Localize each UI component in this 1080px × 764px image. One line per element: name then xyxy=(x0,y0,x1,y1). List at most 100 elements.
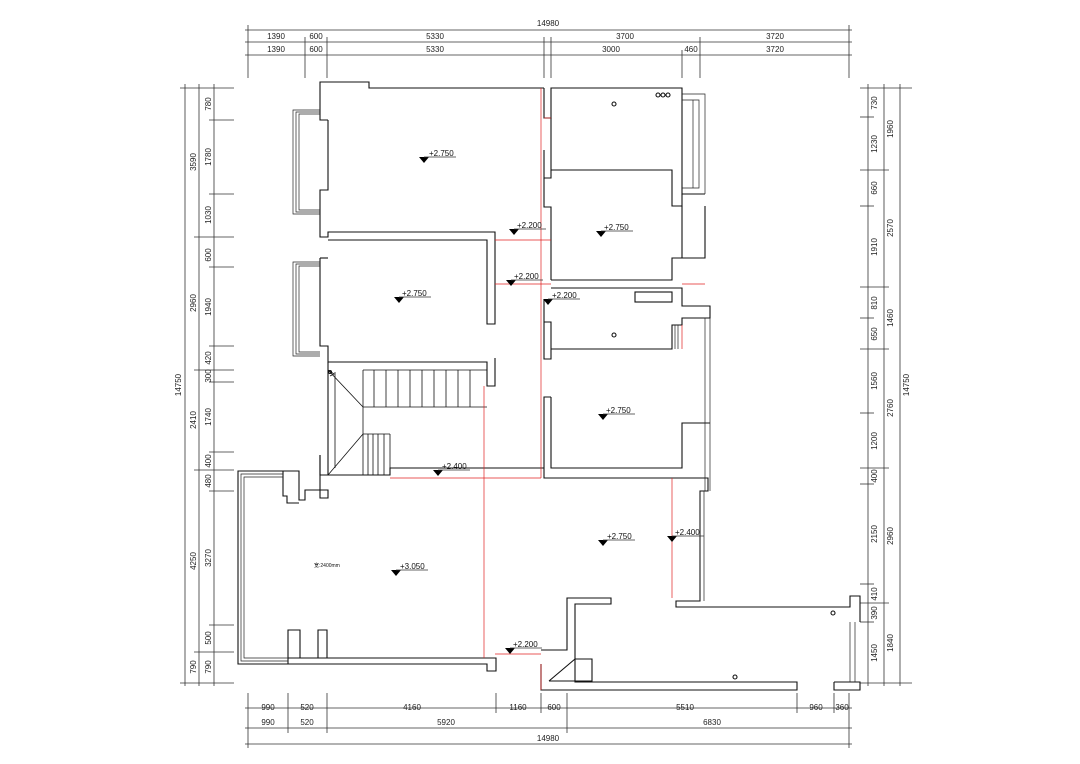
level-label: +2.400 xyxy=(675,528,700,537)
dim-right-2-4: 2760 xyxy=(886,399,895,417)
dim-bot-2-3: 5920 xyxy=(437,718,455,727)
dim-left-3-8: 1740 xyxy=(204,408,213,426)
level-label: +2.200 xyxy=(513,640,538,649)
fixture-icon xyxy=(660,92,666,98)
dim-top-1-1: 1390 xyxy=(267,32,285,41)
fixture-icon xyxy=(327,369,333,375)
dim-right-2-6: 1840 xyxy=(886,634,895,652)
level-mark: +2.750 xyxy=(596,223,633,237)
level-mark: +2.750 xyxy=(419,149,456,163)
dim-left-3-6: 420 xyxy=(204,351,213,365)
dim-left-3-10: 480 xyxy=(204,474,213,488)
dim-right-total: 14750 xyxy=(902,373,911,396)
level-mark: +2.200 xyxy=(543,291,580,305)
dimension-texts: 14980 1390 600 5330 3700 3720 1390 600 5… xyxy=(174,19,911,743)
dim-top-1-5: 3720 xyxy=(766,32,784,41)
dim-left-3-12: 500 xyxy=(204,631,213,645)
level-label: +2.750 xyxy=(429,149,454,158)
dim-right-3-1: 730 xyxy=(870,96,879,110)
dim-top-2-3: 5330 xyxy=(426,45,444,54)
dim-right-3-5: 810 xyxy=(870,296,879,310)
dim-left-2-5: 790 xyxy=(189,660,198,674)
fixture-icon xyxy=(732,674,738,680)
dim-left-3-11: 3270 xyxy=(204,549,213,567)
level-mark: +2.200 xyxy=(506,272,543,286)
fixtures xyxy=(327,92,836,682)
dim-left-2-3: 2410 xyxy=(189,411,198,429)
dim-bot-2-1: 990 xyxy=(261,718,275,727)
dim-right-3-11: 410 xyxy=(870,587,879,601)
level-label: +2.750 xyxy=(607,532,632,541)
dim-top-2-2: 600 xyxy=(309,45,323,54)
dim-top-total: 14980 xyxy=(537,19,560,28)
level-mark: +2.750 xyxy=(394,289,431,303)
dim-top-1-3: 5330 xyxy=(426,32,444,41)
level-label: +3.050 xyxy=(400,562,425,571)
dim-top-1-4: 3700 xyxy=(616,32,634,41)
dim-left-3-1: 780 xyxy=(204,97,213,111)
level-mark: +2.750 xyxy=(598,406,635,420)
dim-right-3-7: 1560 xyxy=(870,372,879,390)
dim-bottom-total: 14980 xyxy=(537,734,560,743)
dim-left-3-7: 300 xyxy=(204,369,213,383)
dim-right-3-3: 660 xyxy=(870,181,879,195)
level-label: +2.200 xyxy=(517,221,542,230)
dim-left-2-1: 3590 xyxy=(189,153,198,171)
level-mark: +2.200 xyxy=(505,640,542,654)
dim-bot-1-8: 360 xyxy=(835,703,849,712)
dim-bot-1-4: 1160 xyxy=(509,703,527,712)
dim-top-1-2: 600 xyxy=(309,32,323,41)
dim-right-3-6: 650 xyxy=(870,327,879,341)
level-label: +2.750 xyxy=(604,223,629,232)
level-label: +2.750 xyxy=(402,289,427,298)
partition-lines xyxy=(390,88,705,690)
walls xyxy=(237,81,861,691)
dim-left-3-5: 1940 xyxy=(204,298,213,316)
level-label: +2.200 xyxy=(514,272,539,281)
dim-bot-1-6: 5510 xyxy=(676,703,694,712)
level-marks: +2.750 +2.200 +2.750 +2.200 +2.750 +2.20… xyxy=(391,149,704,654)
dim-right-3-2: 1230 xyxy=(870,135,879,153)
fixture-icon xyxy=(665,92,671,98)
dim-right-2-1: 1960 xyxy=(886,120,895,138)
dim-bot-1-7: 960 xyxy=(809,703,823,712)
dim-top-2-5: 460 xyxy=(684,45,698,54)
dim-left-2-2: 2960 xyxy=(189,294,198,312)
dim-bot-1-2: 520 xyxy=(300,703,314,712)
dim-left-2-4: 4250 xyxy=(189,552,198,570)
dim-bot-1-3: 4160 xyxy=(403,703,421,712)
dim-right-3-10: 2150 xyxy=(870,525,879,543)
staircase xyxy=(327,369,487,476)
fixture-icon xyxy=(655,92,661,98)
dim-left-3-3: 1030 xyxy=(204,206,213,224)
dim-left-3-2: 1780 xyxy=(204,148,213,166)
dim-right-2-5: 2960 xyxy=(886,527,895,545)
fixture-icon xyxy=(611,332,617,338)
dim-bot-2-4: 6830 xyxy=(703,718,721,727)
level-mark: +2.400 xyxy=(667,528,704,542)
dim-top-2-6: 3720 xyxy=(766,45,784,54)
dim-bot-1-5: 600 xyxy=(547,703,561,712)
dim-left-3-13: 790 xyxy=(204,660,213,674)
level-mark: +2.400 xyxy=(433,462,470,476)
dim-bot-1-1: 990 xyxy=(261,703,275,712)
level-label: +2.750 xyxy=(606,406,631,415)
dim-right-2-2: 2570 xyxy=(886,219,895,237)
sink-icon xyxy=(548,658,593,682)
dim-right-3-8: 1200 xyxy=(870,432,879,450)
level-mark: +3.050 xyxy=(391,562,428,576)
dim-left-3-9: 400 xyxy=(204,454,213,468)
level-label: +2.200 xyxy=(552,291,577,300)
width-note: 宽:2400mm xyxy=(314,562,340,569)
dim-right-3-12: 390 xyxy=(870,606,879,620)
dim-top-2-4: 3000 xyxy=(602,45,620,54)
dim-right-3-4: 1910 xyxy=(870,238,879,256)
dim-right-3-13: 1450 xyxy=(870,644,879,662)
dim-left-3-4: 600 xyxy=(204,248,213,262)
dim-right-3-9: 400 xyxy=(870,469,879,483)
dim-top-2-1: 1390 xyxy=(267,45,285,54)
dim-left-total: 14750 xyxy=(174,373,183,396)
dim-bot-2-2: 520 xyxy=(300,718,314,727)
level-label: +2.400 xyxy=(442,462,467,471)
